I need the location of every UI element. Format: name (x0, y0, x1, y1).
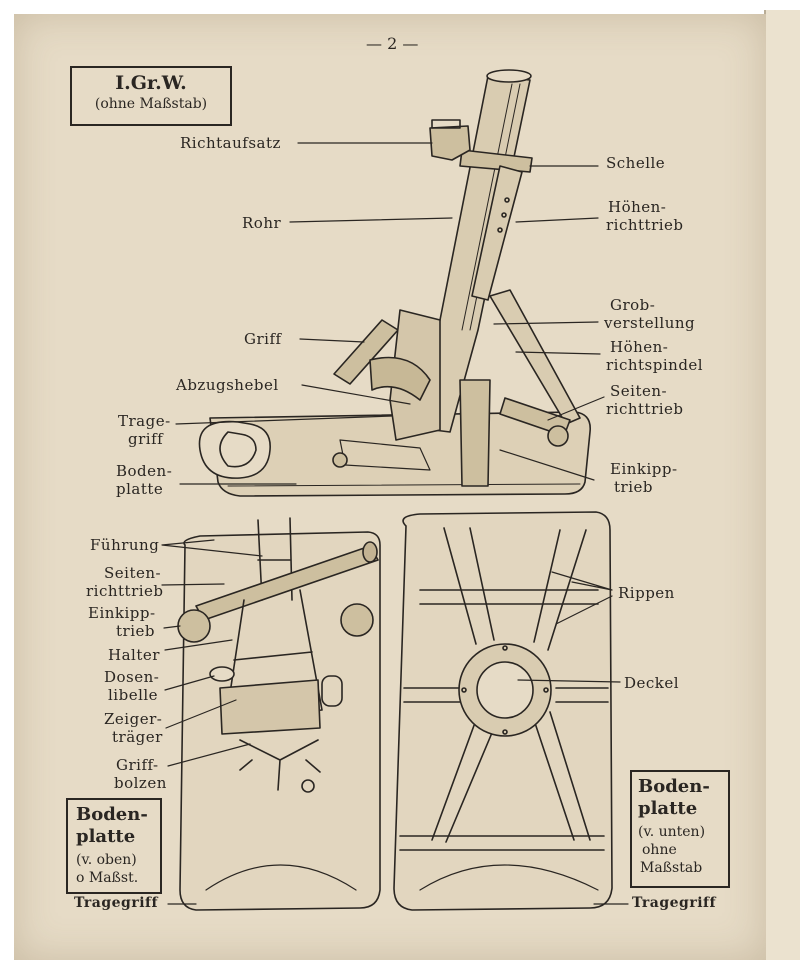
label-tragegriff-1: Trage- (118, 412, 171, 430)
label-einkipptrieb-1: Einkipp- (610, 460, 678, 478)
leader-lines (161, 142, 629, 905)
label-deckel: Deckel (624, 674, 680, 692)
label-tv-seitenrichttrieb-2: richttrieb (86, 582, 164, 600)
caption-tv-2: platte (76, 826, 136, 847)
label-fuehrung: Führung (90, 536, 160, 554)
label-hoehenrichttrieb-1: Höhen- (608, 198, 667, 216)
label-rippen: Rippen (618, 584, 675, 602)
sight-shape (429, 125, 471, 161)
label-hoehenrichtspindel-2: richtspindel (606, 356, 704, 374)
baseplate-top-view-drawing (177, 517, 381, 911)
carry-handle-shape (198, 420, 271, 479)
label-tv-einkipptrieb-1: Einkipp- (88, 604, 156, 622)
label-bv-tragegriff: Tragegriff (632, 895, 717, 911)
caption-bv-1: Boden- (638, 776, 710, 797)
label-tv-einkipptrieb-2: trieb (116, 622, 155, 640)
label-seitenrichttrieb-2: richttrieb (606, 400, 684, 418)
label-tv-seitenrichttrieb-1: Seiten- (104, 564, 162, 582)
label-dosenlibelle-1: Dosen- (104, 668, 160, 686)
label-griffbolzen-1: Griff- (116, 756, 159, 774)
label-tv-tragegriff: Tragegriff (74, 895, 159, 911)
label-einkipptrieb-2: trieb (614, 478, 653, 496)
label-grobverstellung-2: verstellung (604, 314, 696, 332)
label-schelle: Schelle (606, 154, 666, 172)
label-dosenlibelle-2: libelle (108, 686, 159, 704)
label-rohr: Rohr (242, 214, 282, 232)
label-halter: Halter (108, 646, 160, 664)
caption-bv-2: platte (638, 798, 698, 819)
caption-tv-1: Boden- (76, 804, 148, 825)
title-subtitle: (ohne Maßstab) (94, 96, 208, 112)
label-hoehenrichttrieb-2: richttrieb (606, 216, 684, 234)
label-bodenplatte-1: Boden- (116, 462, 173, 480)
label-zeigertraeger-2: träger (112, 728, 163, 746)
label-seitenrichttrieb-1: Seiten- (610, 382, 668, 400)
label-griff: Griff (244, 330, 282, 348)
caption-tv-4: o Maßst. (76, 870, 139, 886)
label-hoehenrichtspindel-1: Höhen- (610, 338, 669, 356)
label-griffbolzen-2: bolzen (114, 774, 167, 792)
label-bodenplatte-2: platte (116, 480, 164, 498)
title-box (70, 66, 232, 126)
label-tragegriff-2: griff (128, 430, 164, 448)
caption-bv-4: ohne (642, 842, 677, 858)
grip-shape (333, 319, 399, 385)
caption-bv-3: (v. unten) (638, 824, 706, 840)
label-grobverstellung-1: Grob- (610, 296, 656, 314)
caption-bv-5: Maßstab (640, 860, 703, 876)
label-richtaufsatz: Richtaufsatz (180, 134, 281, 152)
page-number: — 2 — (366, 34, 419, 53)
caption-box-top-view (66, 798, 162, 894)
label-abzugshebel: Abzugshebel (176, 376, 279, 394)
label-zeigertraeger-1: Zeiger- (104, 710, 163, 728)
caption-box-bottom-view (630, 770, 730, 888)
caption-tv-3: (v. oben) (76, 852, 137, 868)
title: I.Gr.W. (115, 72, 187, 94)
base-plate-shape (209, 411, 592, 497)
baseplate-bottom-view-drawing (393, 511, 613, 911)
